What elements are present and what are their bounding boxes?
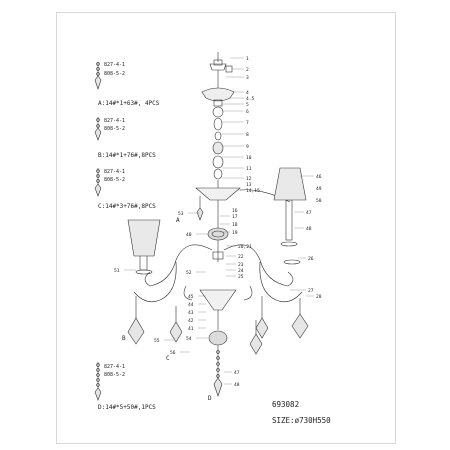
svg-text:C:14#*3+76#,8PCS: C:14#*3+76#,8PCS — [98, 203, 156, 210]
callout-6: 6 — [246, 109, 249, 115]
callout-16: 16 — [232, 208, 238, 214]
callout-12: 12 — [246, 176, 252, 182]
view-label-d: D — [208, 395, 212, 402]
callout-8: 8 — [246, 132, 249, 138]
callout-1: 1 — [246, 56, 249, 62]
callout-13: 13 — [246, 182, 252, 188]
lower-right-arm — [223, 244, 303, 303]
spec-block-a: 827-4-1 808-5-2 A:14#*1+63#, 4PCS — [98, 62, 160, 107]
svg-text:D:14#*5+50#,1PCS: D:14#*5+50#,1PCS — [98, 404, 156, 411]
callout-41: 41 — [188, 326, 194, 332]
view-labels: A B C D — [122, 217, 212, 402]
svg-text:808-5-2: 808-5-2 — [104, 177, 125, 183]
svg-text:B:14#*1+76#,8PCS: B:14#*1+76#,8PCS — [98, 152, 156, 159]
size-spec: SIZE:ø730H550 — [272, 416, 331, 425]
upper-left-arm-pendant — [196, 196, 204, 221]
callout-4: 4 — [246, 90, 249, 96]
callout-14-15: 14,15 — [246, 188, 260, 194]
callout-47-left: 47 — [234, 370, 240, 376]
view-label-b: B — [122, 335, 126, 342]
callout-7: 7 — [246, 120, 249, 126]
svg-text:A:14#*1+63#, 4PCS: A:14#*1+63#, 4PCS — [98, 100, 160, 107]
svg-text:808-5-2: 808-5-2 — [104, 126, 125, 132]
svg-text:827-4-1: 827-4-1 — [104, 118, 125, 124]
pendant-spec-a-icon — [94, 62, 102, 90]
callout-23: 23 — [238, 262, 244, 268]
callout-45: 45 — [188, 294, 194, 300]
callout-4-5: 4.5 — [246, 96, 255, 102]
callout-11: 11 — [246, 166, 252, 172]
callout-26: 26 — [308, 256, 314, 262]
spec-block-c: 827-4-1 808-5-2 C:14#*3+76#,8PCS — [98, 169, 156, 210]
callout-28: 28 — [316, 294, 322, 300]
callout-3: 3 — [246, 75, 249, 81]
callout-52: 52 — [186, 270, 192, 276]
svg-text:808-5-2: 808-5-2 — [104, 372, 125, 378]
callout-51: 51 — [114, 268, 120, 274]
callout-56: 56 — [170, 350, 176, 356]
callout-20-21: 20,21 — [238, 244, 252, 250]
callout-10: 10 — [246, 155, 252, 161]
callout-42: 42 — [188, 318, 194, 324]
pendant-spec-b-icon — [94, 117, 102, 141]
callout-46: 46 — [316, 174, 322, 180]
callouts-left: 53 40 51 52 45 44 43 42 41 55 56 54 47 4… — [114, 211, 240, 388]
spec-block-b: 827-4-1 808-5-2 B:14#*1+76#,8PCS — [98, 118, 156, 159]
callout-17: 17 — [232, 214, 238, 220]
view-label-a: A — [176, 217, 180, 224]
svg-text:827-4-1: 827-4-1 — [104, 364, 125, 370]
view-label-c: C — [166, 355, 170, 362]
callout-22: 22 — [238, 254, 244, 260]
callout-47: 47 — [306, 210, 312, 216]
callout-48: 48 — [306, 226, 312, 232]
callout-48-left: 48 — [234, 382, 240, 388]
spec-block-d: 827-4-1 808-5-2 D:14#*5+50#,1PCS — [98, 364, 156, 411]
callout-49: 49 — [316, 186, 322, 192]
crystal-pendants — [127, 296, 309, 355]
callouts-right: 1 2 3 4 4.5 5 6 7 8 9 10 11 12 13 14,15 … — [232, 56, 322, 300]
svg-text:808-5-2: 808-5-2 — [104, 71, 125, 77]
model-number: 693082 — [272, 400, 299, 409]
callout-55: 55 — [154, 338, 160, 344]
callout-18: 18 — [232, 222, 238, 228]
leader-lines-right — [220, 57, 314, 297]
ceiling-fixture — [195, 52, 241, 397]
callout-9: 9 — [246, 144, 249, 150]
pendant-spec-c-icon — [94, 168, 102, 197]
pendant-spec-d-icon — [94, 362, 102, 401]
callout-44: 44 — [188, 302, 194, 308]
svg-text:827-4-1: 827-4-1 — [104, 62, 125, 68]
callout-19: 19 — [232, 230, 238, 236]
callout-50: 50 — [316, 198, 322, 204]
callout-25: 25 — [238, 274, 244, 280]
callout-2: 2 — [246, 67, 249, 73]
callout-43: 43 — [188, 310, 194, 316]
callout-40: 40 — [186, 232, 192, 238]
svg-text:827-4-1: 827-4-1 — [104, 169, 125, 175]
callout-24: 24 — [238, 268, 244, 274]
callout-5: 5 — [246, 102, 249, 108]
lower-left-arm — [127, 219, 213, 303]
callout-27: 27 — [308, 288, 314, 294]
callout-53: 53 — [178, 211, 184, 217]
leader-lines-left — [124, 212, 232, 385]
callout-54: 54 — [186, 336, 192, 342]
